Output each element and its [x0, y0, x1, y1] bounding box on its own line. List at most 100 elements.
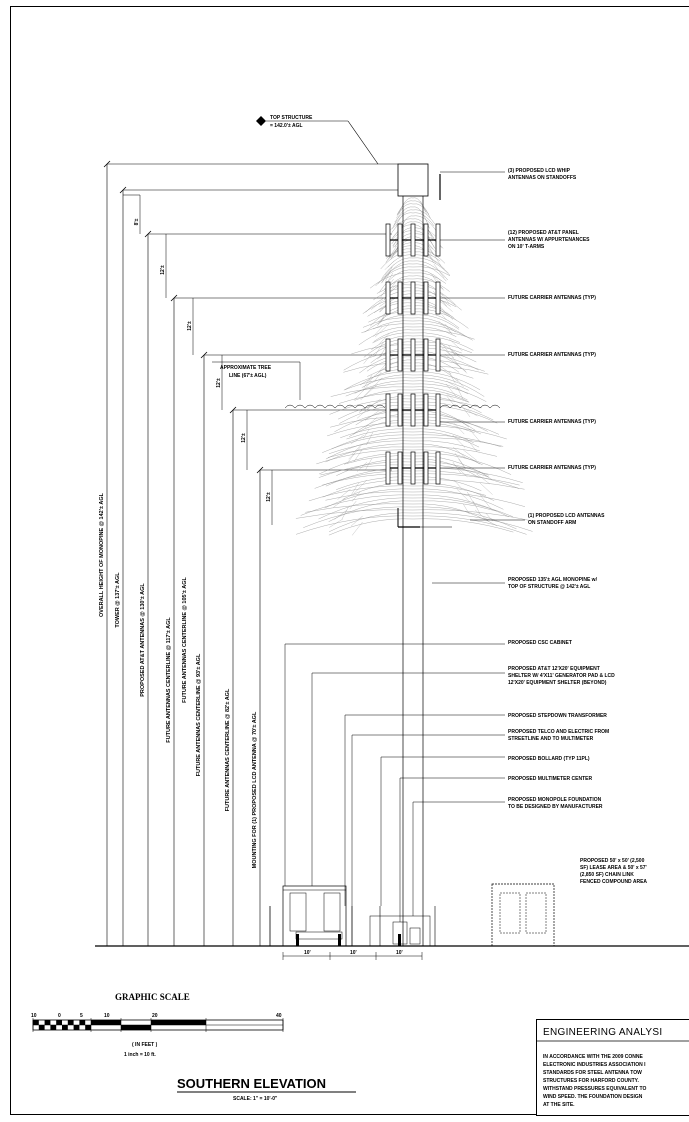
callout-2-line-3: ON 10' T-ARMS — [508, 244, 545, 250]
callout-9: PROPOSED CSC CABINET — [284, 640, 572, 886]
callout-10-line-2: SHELTER W/ 4'X11' GENERATOR PAD & LCD — [508, 673, 615, 679]
callout-14: PROPOSED MULTIMETER CENTER — [399, 776, 592, 922]
height-label-3: PROPOSED AT&T ANTENNAS @ 130'± AGL — [140, 583, 146, 697]
monopole — [397, 163, 441, 946]
callout-16-line-1: PROPOSED 50' x 50' (2,500 — [580, 858, 645, 864]
scale-ratio: 1 inch = 10 ft. — [124, 1052, 156, 1058]
ground-equipment: 10' 10' 10' — [269, 883, 555, 960]
antenna-array-3 — [385, 338, 441, 372]
engineering-analysis-box: ENGINEERING ANALYSI IN ACCORDANCE WITH T… — [536, 1019, 689, 1116]
callout-8-line-1: PROPOSED 135'± AGL MONOPINE w/ — [508, 577, 598, 583]
top-structure-label-2: = 142.0'± AGL — [270, 123, 303, 129]
callout-3-line-1: FUTURE CARRIER ANTENNAS (TYP) — [508, 295, 596, 301]
callout-13-line-1: PROPOSED BOLLARD (TYP 11PL) — [508, 756, 590, 762]
callout-12: PROPOSED TELCO AND ELECTRIC FROMSTREETLI… — [351, 729, 609, 906]
scale-tick-4: 20 — [152, 1013, 158, 1019]
callout-2-line-2: ANTENNAS W/ APPURTENANCES — [508, 237, 590, 243]
ground-dim-1: 10' — [304, 950, 311, 956]
callout-9-line-1: PROPOSED CSC CABINET — [508, 640, 572, 646]
scale-tick-5: 40 — [276, 1013, 282, 1019]
callout-6: FUTURE CARRIER ANTENNAS (TYP) — [440, 465, 596, 471]
height-label-4: FUTURE ANTENNAS CENTERLINE @ 117'± AGL — [166, 617, 172, 743]
callout-2-line-1: (12) PROPOSED AT&T PANEL — [508, 230, 579, 236]
engineering-line-5: WITHSTAND PRESSURES EQUIVALENT TO — [543, 1086, 646, 1092]
callout-16-line-2: SF) LEASE AREA & 50' x 57' — [580, 865, 647, 871]
elevation-marker-icon — [256, 116, 266, 126]
callout-15-line-1: PROPOSED MONOPOLE FOUNDATION — [508, 797, 602, 803]
equipment-shelter — [282, 885, 347, 947]
callout-3: FUTURE CARRIER ANTENNAS (TYP) — [440, 295, 596, 301]
callout-4-line-1: FUTURE CARRIER ANTENNAS (TYP) — [508, 352, 596, 358]
engineering-line-3: STANDARDS FOR STEEL ANTENNA TOW — [543, 1070, 642, 1076]
scale-tick-3: 10 — [104, 1013, 110, 1019]
graphic-scale-title: GRAPHIC SCALE — [115, 992, 190, 1002]
callout-6-line-1: FUTURE CARRIER ANTENNAS (TYP) — [508, 465, 596, 471]
spacing-label-3: 12'± — [187, 321, 193, 331]
height-dimensions: 8'±12'±12'±12'±12'±12'±OVERALL HEIGHT OF… — [99, 160, 398, 946]
engineering-line-6: WIND SPEED. THE FOUNDATION DESIGN — [543, 1094, 643, 1100]
top-structure-label-1: TOP STRUCTURE — [270, 115, 313, 121]
callout-5: FUTURE CARRIER ANTENNAS (TYP) — [440, 419, 596, 425]
graphic-scale: GRAPHIC SCALE 10 0 5 10 20 40 ( IN FEET … — [31, 992, 284, 1058]
callout-12-line-1: PROPOSED TELCO AND ELECTRIC FROM — [508, 729, 609, 735]
callout-11: PROPOSED STEPDOWN TRANSFORMER — [344, 713, 607, 906]
callout-1-line-1: (3) PROPOSED LCD WHIP — [508, 168, 571, 174]
callout-12-line-2: STREETLINE AND TO MULTIMETER — [508, 736, 594, 742]
ground-dim-2: 10' — [350, 950, 357, 956]
height-label-1: OVERALL HEIGHT OF MONOPINE @ 142'± AGL — [99, 492, 105, 617]
top-structure-callout: TOP STRUCTURE = 142.0'± AGL — [256, 115, 379, 165]
antenna-array-4 — [385, 393, 441, 427]
antenna-arrays — [385, 223, 441, 528]
ground-dim-3: 10' — [396, 950, 403, 956]
engineering-line-2: ELECTRONIC INDUSTRIES ASSOCIATION I — [543, 1062, 646, 1068]
callout-11-line-1: PROPOSED STEPDOWN TRANSFORMER — [508, 713, 607, 719]
height-label-7: FUTURE ANTENNAS CENTERLINE @ 82'± AGL — [225, 688, 231, 811]
spacing-label-2: 12'± — [160, 265, 166, 275]
scale-tick-1: 0 — [58, 1013, 61, 1019]
callout-16-line-4: FENCED COMPOUND AREA — [580, 879, 647, 885]
monopine-tree — [295, 197, 535, 536]
callout-10-line-1: PROPOSED AT&T 12'X20' EQUIPMENT — [508, 666, 600, 672]
engineering-line-4: STRUCTURES FOR HARFORD COUNTY. — [543, 1078, 639, 1084]
callout-5-line-1: FUTURE CARRIER ANTENNAS (TYP) — [508, 419, 596, 425]
callout-8: PROPOSED 135'± AGL MONOPINE w/TOP OF STR… — [432, 577, 598, 590]
callout-4: FUTURE CARRIER ANTENNAS (TYP) — [440, 352, 596, 358]
callout-15-line-2: TO BE DESIGNED BY MANUFACTURER — [508, 804, 603, 810]
callout-8-line-2: TOP OF STRUCTURE @ 142'± AGL — [508, 584, 590, 590]
callout-13: PROPOSED BOLLARD (TYP 11PL) — [380, 756, 590, 906]
callout-7-line-2: ON STANDOFF ARM — [528, 520, 576, 526]
engineering-line-7: AT THE SITE. — [543, 1102, 575, 1108]
sheet-border — [10, 6, 689, 1115]
callout-14-line-1: PROPOSED MULTIMETER CENTER — [508, 776, 592, 782]
antenna-array-1 — [385, 223, 441, 257]
tree-line-callout: APPROXIMATE TREE LINE (67'± AGL) — [212, 361, 501, 409]
engineering-title: ENGINEERING ANALYSI — [543, 1027, 662, 1038]
view-title: SOUTHERN ELEVATION — [177, 1076, 326, 1091]
height-label-5: FUTURE ANTENNAS CENTERLINE @ 105'± AGL — [182, 577, 188, 703]
scale-bar — [32, 1018, 284, 1032]
tree-line-label-2: LINE (67'± AGL) — [229, 373, 267, 379]
scale-unit: ( IN FEET ) — [132, 1042, 158, 1048]
engineering-line-1: IN ACCORDANCE WITH THE 2009 CONNE — [543, 1054, 643, 1060]
callout-1-line-2: ANTENNAS ON STANDOFFS — [508, 175, 577, 181]
scale-tick-2: 5 — [80, 1013, 83, 1019]
monopole-top — [397, 163, 429, 197]
spacing-label-5: 12'± — [241, 433, 247, 443]
spacing-label-1: 8'± — [134, 218, 140, 225]
height-label-8: MOUNTING FOR (1) PROPOSED LCD ANTENNA @ … — [252, 711, 258, 868]
view-title-block: SOUTHERN ELEVATION SCALE: 1" = 10'-0" — [177, 1076, 356, 1102]
scale-tick-0: 10 — [31, 1013, 37, 1019]
spacing-label-6: 12'± — [266, 492, 272, 502]
height-label-6: FUTURE ANTENNAS CENTERLINE @ 93'± AGL — [196, 653, 202, 776]
tree-line-label-1: APPROXIMATE TREE — [220, 365, 272, 371]
callout-16-line-3: (2,850 SF) CHAIN LINK — [580, 872, 634, 878]
antenna-array-5 — [385, 451, 441, 485]
